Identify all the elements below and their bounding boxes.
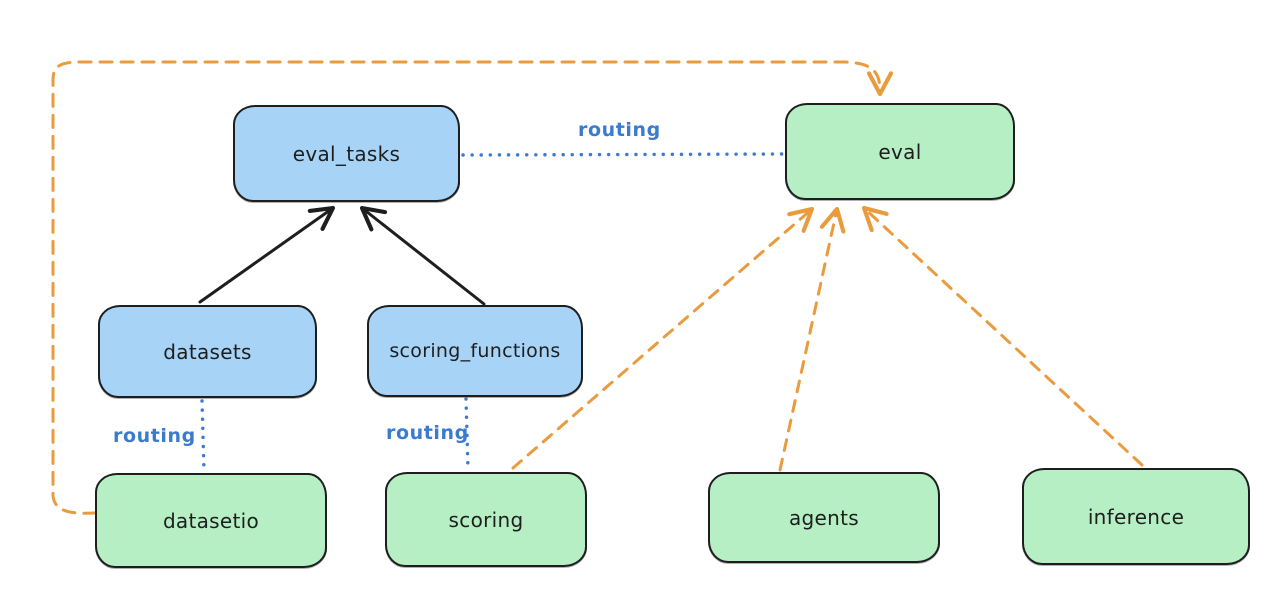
edge-eval-tasks-to-eval-routing [461,152,785,157]
node-scoring-functions: scoring_functions [367,305,583,397]
node-eval-tasks-label: eval_tasks [292,141,401,166]
node-inference-label: inference [1087,504,1185,529]
node-scoring: scoring [385,472,587,567]
node-eval: eval [785,103,1015,200]
node-datasets: datasets [98,305,317,398]
node-datasetio-label: datasetio [162,508,260,533]
edge-agents-to-eval [778,206,846,472]
edge-scoring-functions-to-eval-tasks [359,205,486,306]
node-agents-label: agents [789,505,859,530]
node-datasetio: datasetio [95,473,327,568]
node-eval-label: eval [878,139,922,164]
node-scoring-label: scoring [448,507,524,532]
edge-label-routing-top: routing [578,119,661,141]
edge-inference-to-eval [861,205,1144,467]
edge-datasets-to-eval-tasks [198,205,336,304]
edge-datasets-to-datasetio-routing [200,399,206,473]
edge-scoring-functions-to-scoring-routing [464,397,470,471]
node-datasets-label: datasets [163,339,252,364]
edge-datasetio-to-eval [51,60,894,515]
edge-label-routing-left: routing [113,425,196,447]
node-eval-tasks: eval_tasks [233,105,460,202]
edge-scoring-to-eval [511,206,815,470]
edge-label-routing-mid: routing [386,422,469,444]
node-inference: inference [1022,468,1250,565]
node-scoring-functions-label: scoring_functions [389,340,561,362]
node-agents: agents [708,472,940,563]
